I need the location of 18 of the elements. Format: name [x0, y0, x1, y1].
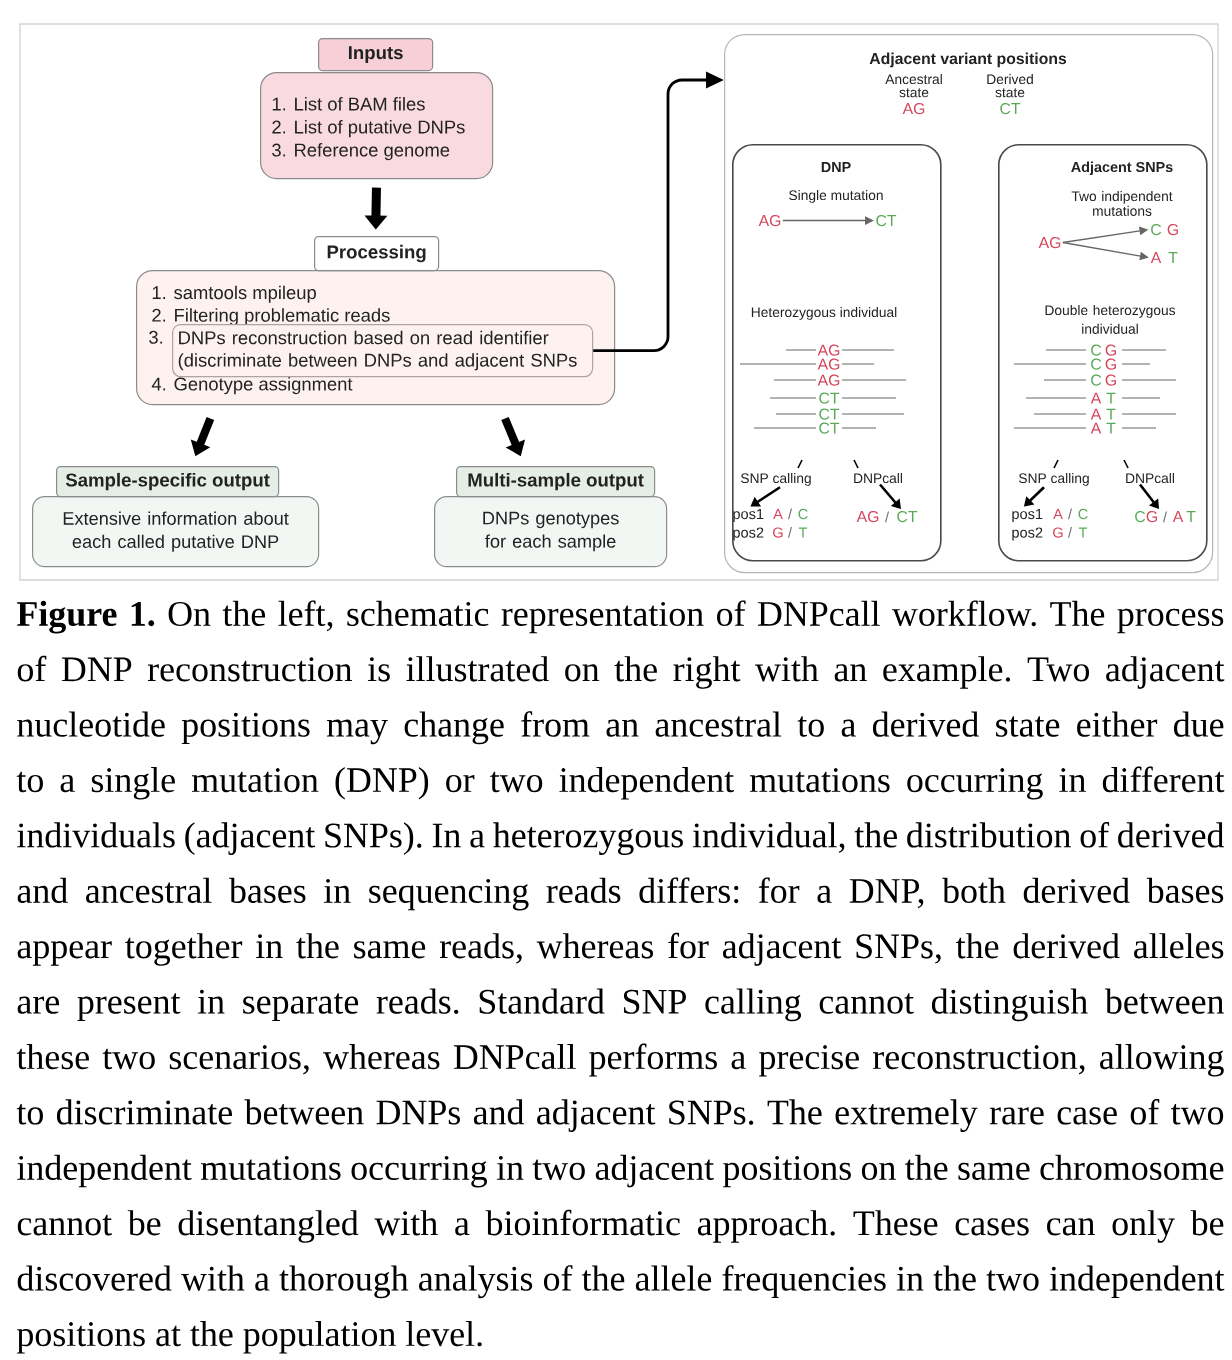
output-box: Extensive information about each called putative DNP — [32, 496, 320, 568]
arrow — [782, 216, 874, 225]
scenario-box — [732, 144, 942, 562]
list-item: 4. Genotype assignment — [151, 377, 353, 395]
list-item: 1. samtools mpileup — [152, 285, 316, 303]
header-tab: Inputs — [318, 38, 434, 72]
header-tab: Processing — [314, 236, 440, 272]
list-number: 3. — [149, 330, 163, 344]
header-tab: Multi-sample output — [456, 466, 656, 498]
scenario-box — [998, 144, 1208, 562]
list-item: 2. Filtering problematic reads — [152, 308, 390, 326]
list-item: 1. List of BAM files — [272, 97, 425, 111]
list-item: 2. List of putative DNPs — [272, 120, 465, 138]
list-item: 3. Reference genome — [272, 143, 450, 161]
output-box: DNPs genotypes for each sample — [434, 496, 668, 568]
highlight-box: DNPs reconstruction based on read identifier (discriminate between DNPs and adjacent SNPs — [172, 324, 594, 378]
figure-caption: Figure 1. On the left, schematic representation of DNPcall workflow. The process of DNP reconstruction is illustrated on the right with an example. Two adjacent nucleotide positions may change from an ancestral to a derived state either due to a single mutation (DNP) or two independent mutations occurring in different individuals (adjacent SNPs). In a heterozygous individual, the distribution of derived and ancestral bases in sequencing reads differs: for a DNP, both derived bases appear together in the same reads, whereas for adjacent SNPs, the derived alleles are present in separate reads. Standard SNP calling cannot distinguish between these two scenarios, whereas DNPcall performs a precise reconstruction, allowing to discriminate between DNPs and adjacent SNPs. The extremely rare case of two independent mutations occurring in two adjacent positions on the same chromosome cannot be disentangled with a bioinformatic approach. These cases can only be discovered with a thorough analysis of the allele frequencies in the two independent positions at the population level. — [16, 600, 1225, 1354]
header-tab: Sample-specific output — [56, 466, 280, 498]
